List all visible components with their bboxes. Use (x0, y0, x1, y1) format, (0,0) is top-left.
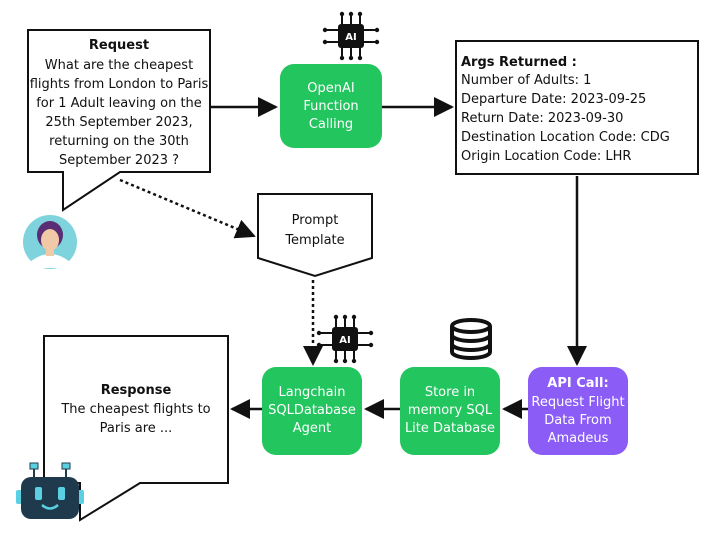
request-line: September 2023 ? (59, 153, 179, 168)
prompt-line: Prompt (292, 213, 339, 228)
api-line: Amadeus (548, 431, 609, 446)
user-avatar-icon (23, 215, 77, 269)
agent-line: SQLDatabase (268, 403, 356, 418)
api-line: Request Flight (531, 395, 624, 410)
response-line: Paris are ... (100, 421, 173, 436)
response-line: The cheapest flights to (60, 402, 210, 417)
agent-line: Langchain (279, 385, 346, 400)
args-returned-box: Args Returned : Number of Adults: 1 Depa… (455, 40, 699, 175)
args-title: Args Returned : (461, 55, 577, 70)
ai-chip-label: AI (345, 32, 356, 43)
api-title: API Call: (547, 376, 608, 391)
ai-chip-icon: AI (316, 314, 374, 364)
args-line: Return Date: 2023-09-30 (461, 111, 623, 126)
request-line: returning on the 30th (49, 134, 189, 149)
database-icon (450, 318, 492, 360)
ai-chip-label: AI (339, 335, 350, 346)
args-line: Departure Date: 2023-09-25 (461, 92, 646, 107)
store-line: memory SQL (408, 403, 493, 418)
agent-line: Agent (293, 421, 331, 436)
request-bubble: Request What are the cheapest flights fr… (27, 29, 211, 212)
api-line: Data From (544, 413, 611, 428)
langchain-agent-node: Langchain SQLDatabase Agent (262, 367, 362, 455)
api-call-node: API Call: Request Flight Data From Amade… (528, 367, 628, 455)
openai-line: OpenAI (307, 81, 354, 96)
dotted-arrow-request-to-prompt (119, 178, 256, 239)
connectors (119, 97, 587, 419)
args-line: Number of Adults: 1 (461, 73, 591, 88)
prompt-template-shape: Prompt Template (257, 193, 373, 278)
request-line: for 1 Adult leaving on the (36, 96, 202, 111)
store-line: Store in (425, 385, 475, 400)
robot-icon (16, 462, 84, 519)
request-line: What are the cheapest (45, 58, 193, 73)
store-database-node: Store in memory SQL Lite Database (400, 367, 500, 455)
args-line: Origin Location Code: LHR (461, 149, 631, 164)
openai-line: Calling (309, 117, 353, 132)
openai-line: Function (303, 99, 358, 114)
ai-chip-icon: AI (322, 11, 380, 61)
prompt-line: Template (284, 233, 344, 248)
args-line: Destination Location Code: CDG (461, 130, 670, 145)
openai-function-node: OpenAI Function Calling (280, 64, 382, 148)
response-bubble: Response The cheapest flights to Paris a… (43, 335, 229, 522)
response-title: Response (101, 383, 172, 398)
request-line: 25th September 2023, (45, 115, 192, 130)
request-line: flights from London to Paris (30, 77, 209, 92)
store-line: Lite Database (405, 421, 495, 436)
request-title: Request (89, 38, 149, 53)
